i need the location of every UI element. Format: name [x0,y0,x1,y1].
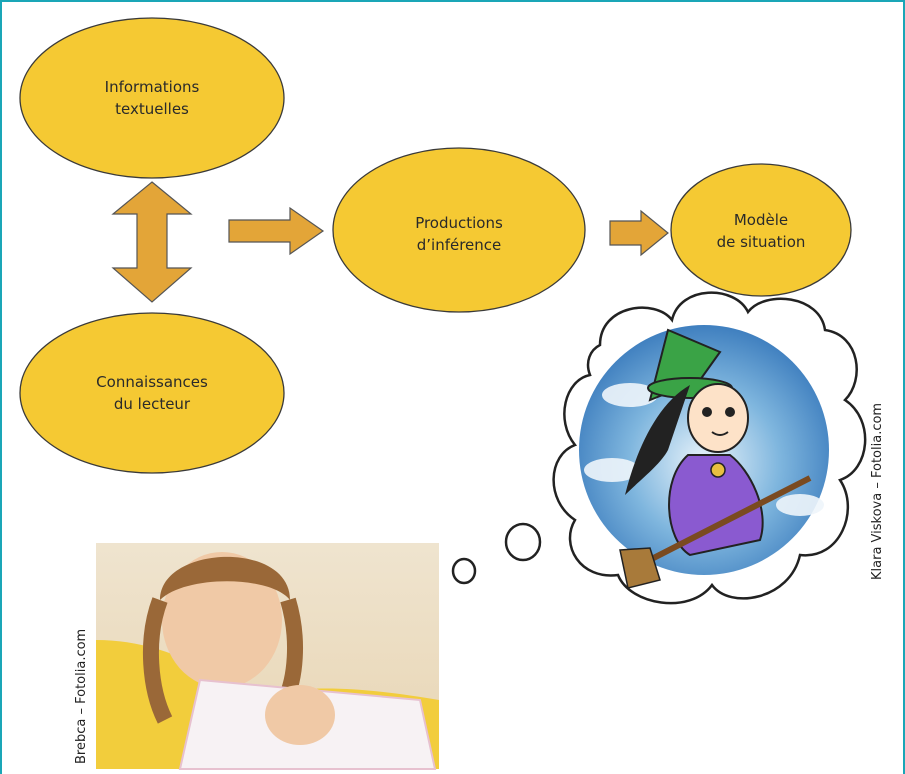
arrow-to-situation-model [609,209,669,257]
node-reader-knowledge [19,312,285,474]
node-situation-model [670,163,852,297]
node-inference [332,147,586,313]
arrow-to-inference [228,206,325,256]
witch-photo-credit: Klara Viskova – Fotolia.com [870,402,885,580]
reader-knowledge-line1: Connaissances [96,373,208,391]
textual-info-line1: Informations [104,78,200,96]
node-inference-label: Productions d’inférence [345,206,573,262]
node-textual-info-label: Informations textuelles [30,70,274,126]
sky-cloud [602,383,658,407]
node-reader-knowledge-label: Connaissances du lecteur [30,365,274,421]
sky-cloud [776,494,824,516]
situation-model-line2: de situation [716,233,806,251]
sky-cloud [584,458,640,482]
inference-line2: d’inférence [416,236,502,254]
thought-bubble-medium [451,557,477,585]
thought-bubble-large [504,522,542,562]
node-textual-info [19,17,285,179]
node-situation-model-label: Modèle de situation [683,203,839,259]
textual-info-line2: textuelles [115,100,189,118]
double-arrow [111,181,193,303]
witch-icon [619,328,812,589]
girl-reading-photo [96,543,439,770]
situation-model-line1: Modèle [733,211,789,229]
reader-knowledge-line2: du lecteur [113,395,191,413]
girl-photo-credit: Brebca – Fotolia.com [74,628,89,764]
inference-line1: Productions [415,214,503,232]
